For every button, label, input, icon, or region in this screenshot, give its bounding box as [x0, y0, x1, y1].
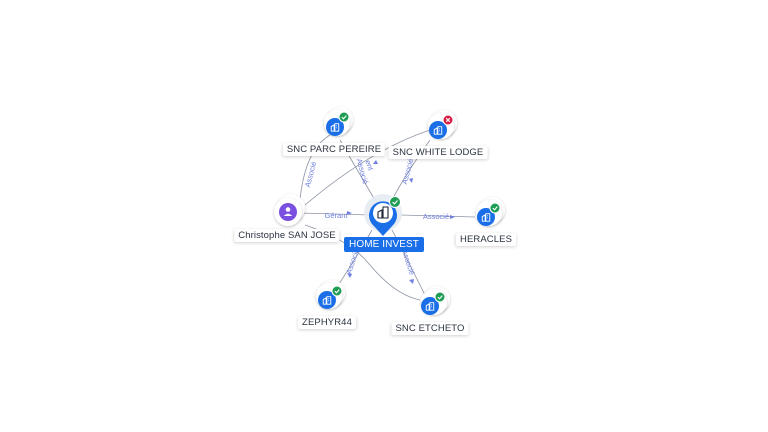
check-badge-icon [434, 291, 446, 303]
center-node[interactable] [364, 194, 402, 236]
node-white-lodge[interactable] [428, 110, 457, 139]
check-badge-icon [389, 196, 401, 208]
person-icon [283, 207, 293, 216]
check-badge-icon [331, 285, 343, 297]
edge-person-white[interactable] [304, 129, 431, 206]
edge-label-ent: ent [363, 159, 375, 173]
edge-center-heracles[interactable] [399, 214, 476, 218]
node-label-person: Christophe SAN JOSE [234, 229, 340, 242]
edges [299, 129, 476, 301]
edge-label-gerant: Gérant [325, 211, 349, 220]
edge-label-associe-white: Associé [400, 158, 415, 186]
check-badge-icon [489, 202, 501, 214]
node-label-snc-etcheto: SNC ETCHETO [391, 322, 469, 335]
edge-label-associe-etcheto: Associé [400, 248, 417, 276]
node-snc-etcheto[interactable] [421, 286, 450, 315]
edge-label-associe-parc: Associé [303, 161, 318, 189]
node-parc-pereire[interactable] [324, 107, 353, 136]
node-label-zephyr44: ZEPHYR44 [298, 316, 356, 329]
node-label-home-invest[interactable]: HOME INVEST [344, 237, 424, 252]
node-person[interactable] [274, 194, 305, 226]
cross-badge-icon [442, 114, 454, 126]
check-badge-icon [338, 111, 350, 123]
node-heracles[interactable] [476, 197, 505, 226]
node-label-heracles: HERACLES [455, 233, 517, 246]
node-label-parc-pereire: SNC PARC PEREIRE [282, 143, 386, 156]
edge-center-etcheto[interactable] [391, 229, 426, 296]
edge-person-center[interactable] [299, 212, 371, 216]
node-zephyr44[interactable] [316, 280, 345, 309]
building-icon [377, 206, 389, 219]
node-label-white-lodge: SNC WHITE LODGE [388, 146, 488, 159]
edge-label-associe-heracles: Associé [423, 212, 449, 221]
edge-person-parc[interactable] [299, 134, 331, 201]
